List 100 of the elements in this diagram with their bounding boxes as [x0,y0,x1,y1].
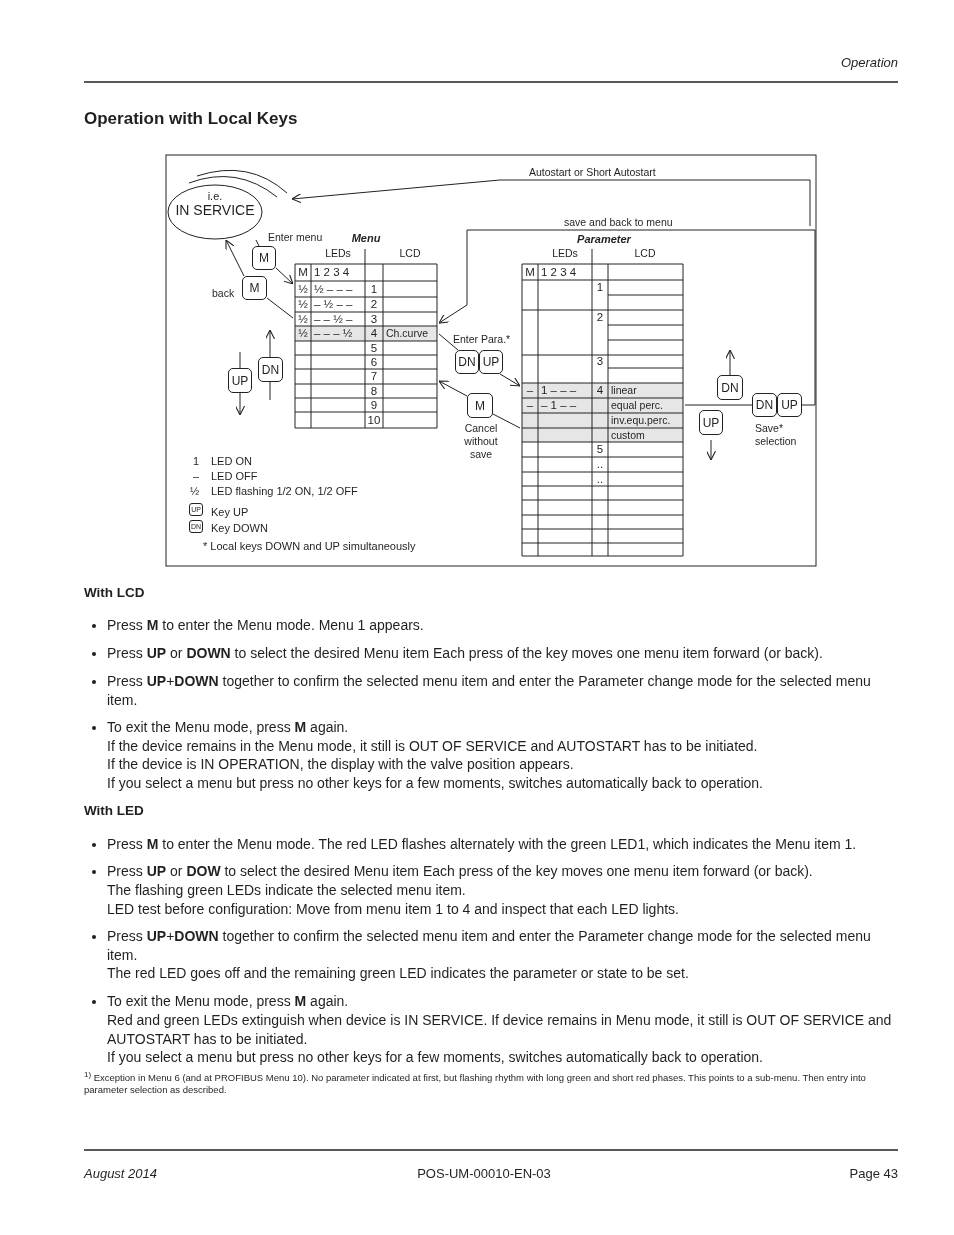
key-pair [455,350,503,374]
led-mark: ½ [298,328,308,340]
body-text: Press UP+DOWN together to confirm the selected menu item and enter the Parameter change mode for the selected menu item. [107,672,872,709]
item-number: 5 [370,342,378,354]
document-number: POS-UM-00010-EN-03 [417,1165,551,1183]
item-number: .. [596,459,604,471]
legend-text: Key UP [211,506,249,519]
led-pattern: – – – ½ [314,328,353,340]
item-number: 10 [367,414,381,426]
arrow [438,380,468,397]
edge-label: Autostart or Short Autostart [527,166,658,179]
led-pattern: 1 2 3 4 [314,267,350,279]
legend-text: LED ON [211,455,252,468]
led-mark: ½ [298,313,308,325]
key-symbol: DN [717,375,743,400]
item-number: 4 [596,385,604,397]
key-symbol: UP [699,410,723,435]
body-text: Press UP or DOWN to select the desired Menu item Each press of the key moves one menu item forward (or back). [107,644,823,663]
column-heading: LCD [634,247,656,259]
led-pattern: 1 2 3 4 [541,266,577,278]
body-text: If you select a menu but press no other keys for a few moments, switches automatically back to operation. [107,774,763,793]
arrow [275,267,294,285]
led-mark: ½ [298,299,308,311]
lcd-text: linear [611,385,637,396]
item-number: 2 [596,312,604,324]
arrow [225,239,245,277]
lcd-text: Ch.curve [386,328,428,339]
arrow [438,229,816,406]
connector-line [266,297,294,319]
led-pattern: – ½ – – [314,299,353,311]
body-text: The flashing green LEDs indicate the selected menu item. [107,881,466,900]
lcd-text: equal perc. [611,400,663,411]
key-symbol: UP [479,350,503,374]
item-number: 7 [370,371,378,383]
body-text: Press M to enter the Menu mode. Menu 1 appears. [107,616,424,635]
body-text: Red and green LEDs extinguish when device is IN SERVICE. If device remains in Menu mode, it still is OUT OF SERVICE and AUTOSTART has to be initiated. [107,1011,893,1048]
led-pattern: 1 – – – [541,385,577,397]
lcd-text: inv.equ.perc. [611,415,671,426]
body-text: LED test before configuration: Move from menu item 1 to 4 and inspect that each LED lights. [107,900,679,919]
legend-text: Key DOWN [211,522,268,535]
item-number: 8 [370,385,378,397]
led-pattern: – – ½ – [314,313,353,325]
legend-symbol: 1 [193,455,200,469]
edge-label: save and back to menu [562,216,675,229]
key-caption: Cancel without save [463,422,499,462]
item-number: 4 [370,328,378,340]
body-text: Press UP or DOW to select the desired Menu item Each press of the key moves one menu item forward (or back). [107,862,813,881]
connector-line [684,404,753,406]
item-number: 3 [370,313,378,325]
item-number: 5 [596,444,604,456]
item-number: 9 [370,399,378,411]
led-mark: ½ [298,283,308,295]
item-number: 2 [370,299,378,311]
item-number: 6 [370,356,378,368]
item-number: .. [596,473,604,485]
body-text: If the device is IN OPERATION, the display with the valve position appears. [107,755,574,774]
page-title: Operation with Local Keys [84,109,298,129]
menu-table [293,231,439,430]
body-text: The red LED goes off and the remaining green LED indicates the parameter or state to be set. [107,964,689,983]
key-caption: back [212,287,235,301]
table-title: Parameter [577,233,631,245]
body-text: Press M to enter the Menu mode. The red LED flashes alternately with the green LED1, which indicates the Menu item 1. [107,835,857,854]
key-caption: Save* selection [755,422,798,449]
arrow [291,179,811,227]
footnote-text: $^{1)}$ Exception in Menu 6 (and at PROFIBUS Menu 10). No parameter indicated at first, but flashing rhythm with long green and short red phases. This points to a sub-menu. Then entry into parameter selection as described. [84,1069,867,1096]
key-pair [752,393,802,417]
led-mark: M [525,266,535,278]
legend-symbol: – [193,470,200,484]
key-symbol: DN [258,357,283,382]
body-text: If the device remains in the Menu mode, it still is OUT OF SERVICE and AUTOSTART has to be initiated. [107,737,758,756]
key-symbol: M [242,276,267,300]
column-heading: LCD [399,247,421,259]
column-heading: LEDs [552,247,578,259]
key-symbol: M [467,393,493,418]
key-symbol: M [252,246,276,270]
page-footer: August 2014 [84,1165,157,1184]
page-number: Page 43 [849,1165,898,1183]
page-header: Operation [840,54,898,72]
key-symbol: UP [228,368,252,393]
legend-text: LED flashing 1/2 ON, 1/2 OFF [211,485,358,498]
lcd-text: custom [611,429,645,440]
body-text: To exit the Menu mode, press M again. [107,992,349,1011]
connector-line [492,413,521,429]
item-number: 3 [596,356,604,368]
state-text: i.e. [207,191,223,202]
footnote-text: * Local keys DOWN and UP simultaneously [203,540,416,554]
item-number: 1 [596,282,604,294]
section-heading: With LED [84,802,144,820]
connector-line [438,333,459,351]
column-heading: LEDs [325,247,351,259]
key-caption: Enter menu [268,231,323,245]
body-text: To exit the Menu mode, press M again. [107,718,349,737]
connector-line [255,239,260,247]
key-symbol: UP [777,393,802,417]
led-mark: M [298,267,308,279]
led-mark: – [526,385,534,397]
legend-symbol: ½ [190,485,200,499]
section-heading: With LCD [84,584,145,602]
table-title: Menu [351,232,381,244]
key-caption: Enter Para.* [453,333,511,347]
